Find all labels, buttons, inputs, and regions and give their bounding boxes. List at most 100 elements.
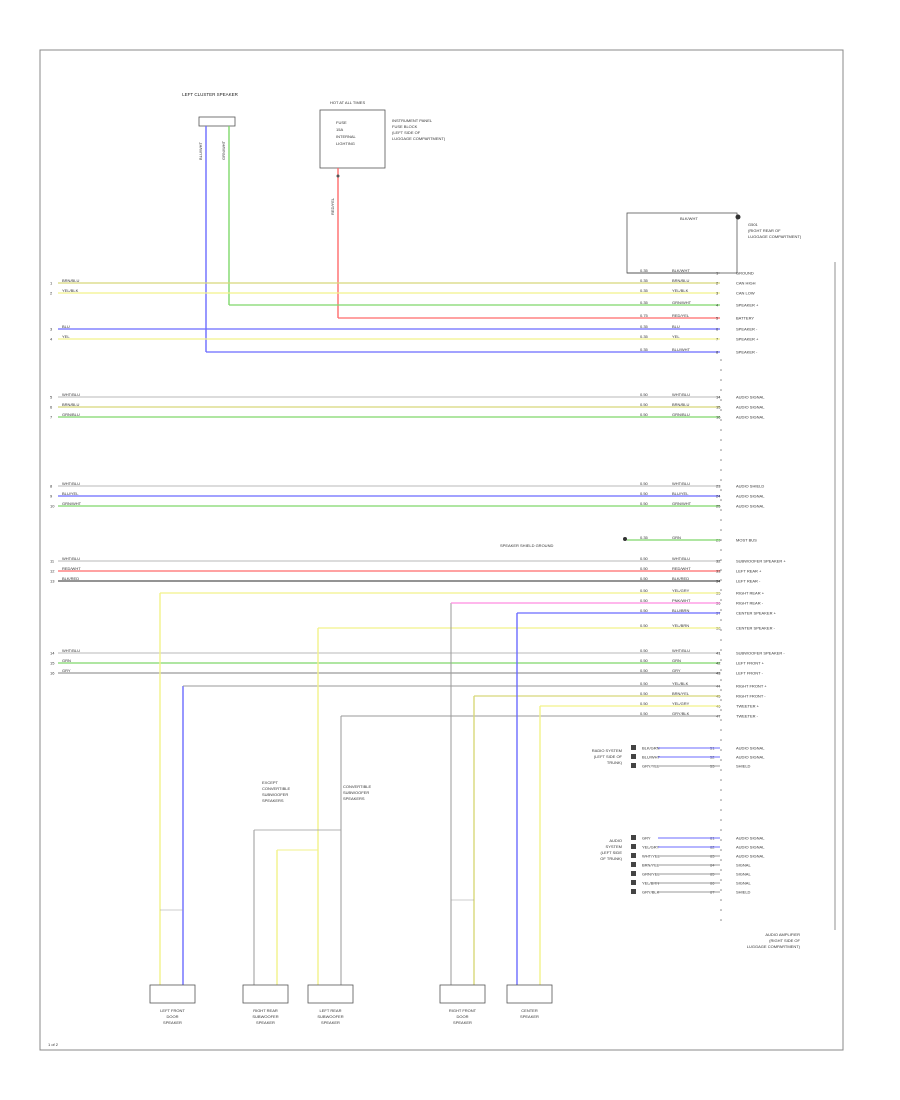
ground-box bbox=[626, 212, 738, 274]
block-function: AUDIO SIGNAL bbox=[736, 746, 765, 751]
left-wire-number: 13 bbox=[50, 579, 55, 584]
connector-function: AUDIO SIGNAL bbox=[736, 415, 765, 420]
page-label: 1 of 2 bbox=[48, 1042, 59, 1047]
pin-dot bbox=[720, 849, 722, 851]
left-wire-number: 10 bbox=[50, 504, 55, 509]
left-wire-number: 12 bbox=[50, 569, 55, 574]
pin-dot bbox=[720, 549, 722, 551]
block-color: BRN/YEL bbox=[642, 863, 660, 868]
connector-pin: 2 bbox=[716, 281, 719, 286]
connector-color: BLK/WHT bbox=[672, 268, 690, 273]
pin-dot bbox=[720, 479, 722, 481]
block-function: SIGNAL bbox=[736, 881, 751, 886]
pin-dot bbox=[720, 539, 722, 541]
connector-gauge: 0.50 bbox=[640, 556, 649, 561]
terminal-icon bbox=[631, 745, 636, 750]
connector-function: LEFT REAR - bbox=[736, 579, 761, 584]
connector-pin: 42 bbox=[716, 661, 721, 666]
pin-dot bbox=[720, 729, 722, 731]
connector-gauge: 0.50 bbox=[640, 588, 649, 593]
connector-function: CAN HIGH bbox=[736, 281, 756, 286]
connector-function: CAN LOW bbox=[736, 291, 755, 296]
pin-dot bbox=[720, 519, 722, 521]
pin-dot bbox=[720, 909, 722, 911]
pin-dot bbox=[720, 509, 722, 511]
connector-function: CENTER SPEAKER + bbox=[736, 611, 777, 616]
terminal-icon bbox=[631, 754, 636, 759]
pin-dot bbox=[720, 859, 722, 861]
left-wire-number: 8 bbox=[50, 484, 53, 489]
left-wire-color: GRN/WHT bbox=[62, 501, 82, 506]
connector-function: SPEAKER - bbox=[736, 327, 758, 332]
connector-gauge: 0.35 bbox=[640, 300, 649, 305]
connector-function: AUDIO SIGNAL bbox=[736, 504, 765, 509]
connector-pin: 16 bbox=[716, 415, 721, 420]
connector-function: LEFT FRONT - bbox=[736, 671, 764, 676]
pin-dot bbox=[720, 429, 722, 431]
pin-dot bbox=[720, 879, 722, 881]
connector-function: SPEAKER + bbox=[736, 303, 759, 308]
connector-color: GRY bbox=[672, 668, 681, 673]
block-color: WHT/YEL bbox=[642, 854, 661, 859]
connector-pin: 1 bbox=[716, 271, 719, 276]
connector-pin: 32 bbox=[716, 559, 721, 564]
pin-dot bbox=[720, 529, 722, 531]
top-speaker-title: LEFT CLUSTER SPEAKER bbox=[182, 92, 238, 97]
left-wire-number: 11 bbox=[50, 559, 55, 564]
connector-color: BRN/BLU bbox=[672, 278, 689, 283]
mid-ground-group: SPEAKER SHIELD GROUND bbox=[500, 537, 720, 548]
pin-dot bbox=[720, 799, 722, 801]
pin-dot bbox=[720, 919, 722, 921]
connector-gauge: 0.35 bbox=[640, 278, 649, 283]
left-wire-number: 5 bbox=[50, 395, 53, 400]
pin-dot bbox=[720, 829, 722, 831]
connector-gauge: 0.35 bbox=[640, 288, 649, 293]
horizontal-wires bbox=[58, 272, 720, 674]
connector-gauge: 0.35 bbox=[640, 347, 649, 352]
connector-gauge: 0.50 bbox=[640, 566, 649, 571]
pin-dot bbox=[720, 469, 722, 471]
block-color: GRY/YEL bbox=[642, 764, 660, 769]
connector-gauge: 0.35 bbox=[640, 324, 649, 329]
pin-dot bbox=[720, 379, 722, 381]
block-color: BLU/WHT bbox=[642, 755, 661, 760]
connector-pin: 25 bbox=[716, 504, 721, 509]
connector-function: AUDIO SIGNAL bbox=[736, 395, 765, 400]
connector-gauge: 0.50 bbox=[640, 658, 649, 663]
connector-color: WHT/BLU bbox=[672, 556, 690, 561]
pin-dot bbox=[720, 639, 722, 641]
pin-dot bbox=[720, 689, 722, 691]
connector-function: AUDIO SHIELD bbox=[736, 484, 764, 489]
connector-function: RIGHT FRONT - bbox=[736, 694, 766, 699]
mid-ground-icon bbox=[623, 537, 627, 541]
fuse-block-box bbox=[319, 109, 386, 169]
pin-dot bbox=[720, 819, 722, 821]
connector-function: CENTER SPEAKER - bbox=[736, 626, 776, 631]
connector-gauge: 0.50 bbox=[640, 392, 649, 397]
connector-color: RED/YEL bbox=[672, 313, 690, 318]
connector-color: GRN/WHT bbox=[672, 501, 692, 506]
speaker-left-front-icon bbox=[149, 984, 196, 1004]
pin-dot bbox=[720, 459, 722, 461]
left-wire-number: 16 bbox=[50, 671, 55, 676]
diagram-frame bbox=[39, 49, 844, 1051]
left-wire-number: 2 bbox=[50, 291, 53, 296]
left-wire-number: 9 bbox=[50, 494, 53, 499]
left-wire-number: 7 bbox=[50, 415, 53, 420]
connector-color: YEL bbox=[672, 334, 680, 339]
block-function: SIGNAL bbox=[736, 863, 751, 868]
connector-color: GRN/BLU bbox=[672, 412, 690, 417]
connector-color: YEL/BLK bbox=[672, 288, 689, 293]
terminal-icon bbox=[631, 853, 636, 858]
pin-dot bbox=[720, 439, 722, 441]
connector-pin: 33 bbox=[716, 569, 721, 574]
